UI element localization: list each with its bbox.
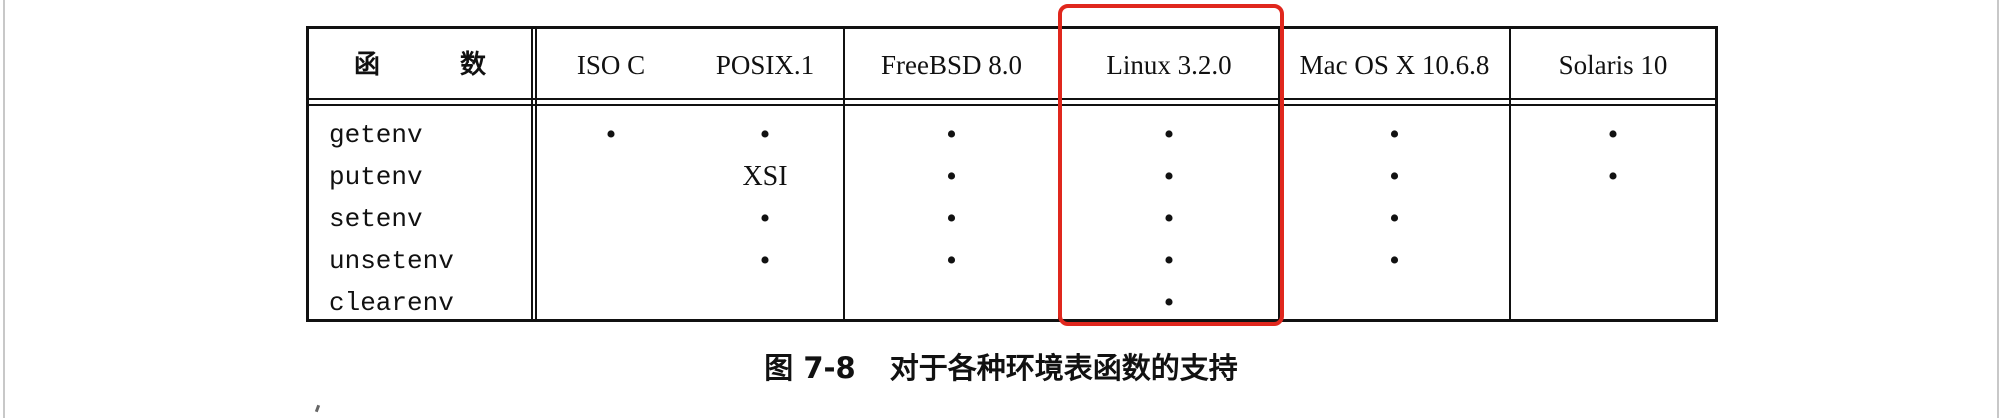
header-function-char-1: 函 xyxy=(353,50,380,80)
cell-clearenv-freebsd xyxy=(845,283,1058,323)
cell-getenv-freebsd: • xyxy=(946,118,957,151)
column-separator-macos xyxy=(1509,29,1511,319)
row-name-setenv: setenv xyxy=(329,204,423,234)
column-separator-posix xyxy=(843,29,845,319)
cell-unsetenv-solaris xyxy=(1511,241,1715,281)
env-function-support-table: 函数 ISO C POSIX.1 FreeBSD 8.0 Linux 3.2.0… xyxy=(306,26,1718,322)
header-freebsd: FreeBSD 8.0 xyxy=(881,50,1022,80)
cell-clearenv-macos xyxy=(1280,283,1509,323)
page-frame xyxy=(3,0,1999,418)
cell-setenv-solaris xyxy=(1511,199,1715,239)
header-solaris: Solaris 10 xyxy=(1558,50,1668,80)
header-macos: Mac OS X 10.6.8 xyxy=(1299,50,1490,80)
row-name-getenv: getenv xyxy=(329,120,423,150)
header-function-char-2: 数 xyxy=(460,50,487,80)
column-separator-function xyxy=(531,29,537,319)
cell-setenv-freebsd: • xyxy=(946,202,957,235)
cell-getenv-linux: • xyxy=(1163,118,1175,151)
figure-title: 对于各种环境表函数的支持 xyxy=(889,351,1238,385)
cell-putenv-linux: • xyxy=(1163,160,1175,193)
cell-setenv-iso-c xyxy=(535,199,687,239)
row-name-putenv: putenv xyxy=(329,162,423,192)
cell-getenv-macos: • xyxy=(1389,118,1400,151)
cell-putenv-freebsd: • xyxy=(946,160,957,193)
header-iso-c: ISO C xyxy=(576,50,646,80)
cell-clearenv-linux: • xyxy=(1163,286,1175,319)
cell-unsetenv-iso-c xyxy=(535,241,687,281)
header-linux: Linux 3.2.0 xyxy=(1106,50,1232,80)
cell-putenv-solaris: • xyxy=(1607,160,1619,193)
header-function: 函数 xyxy=(309,45,531,85)
cell-unsetenv-macos: • xyxy=(1389,244,1400,277)
header-rule-top xyxy=(309,98,1715,100)
linux-column-highlight-box xyxy=(1058,4,1284,326)
cell-unsetenv-freebsd: • xyxy=(946,244,957,277)
header-posix1: POSIX.1 xyxy=(715,50,815,80)
cell-setenv-macos: • xyxy=(1389,202,1400,235)
cell-clearenv-iso-c xyxy=(535,283,687,323)
cell-setenv-linux: • xyxy=(1163,202,1175,235)
row-name-unsetenv: unsetenv xyxy=(329,246,454,276)
cell-unsetenv-linux: • xyxy=(1163,244,1175,277)
cell-clearenv-solaris xyxy=(1511,283,1715,323)
cell-setenv-posix1: • xyxy=(759,202,771,235)
cell-putenv-iso-c xyxy=(535,157,687,197)
cell-getenv-posix1: • xyxy=(759,118,771,151)
figure-number: 图 7-8 xyxy=(764,351,856,385)
figure-caption: 图 7-8 对于各种环境表函数的支持 xyxy=(0,345,2002,387)
header-rule-bottom xyxy=(309,104,1715,106)
cell-unsetenv-posix1: • xyxy=(759,244,771,277)
cell-getenv-solaris: • xyxy=(1607,118,1619,151)
cell-clearenv-posix1 xyxy=(687,283,843,323)
row-name-clearenv: clearenv xyxy=(329,288,454,318)
cell-putenv-macos: • xyxy=(1389,160,1400,193)
cell-getenv-iso-c: • xyxy=(605,118,617,151)
column-separator-linux xyxy=(1278,29,1280,319)
cell-putenv-posix1: XSI xyxy=(742,161,788,192)
